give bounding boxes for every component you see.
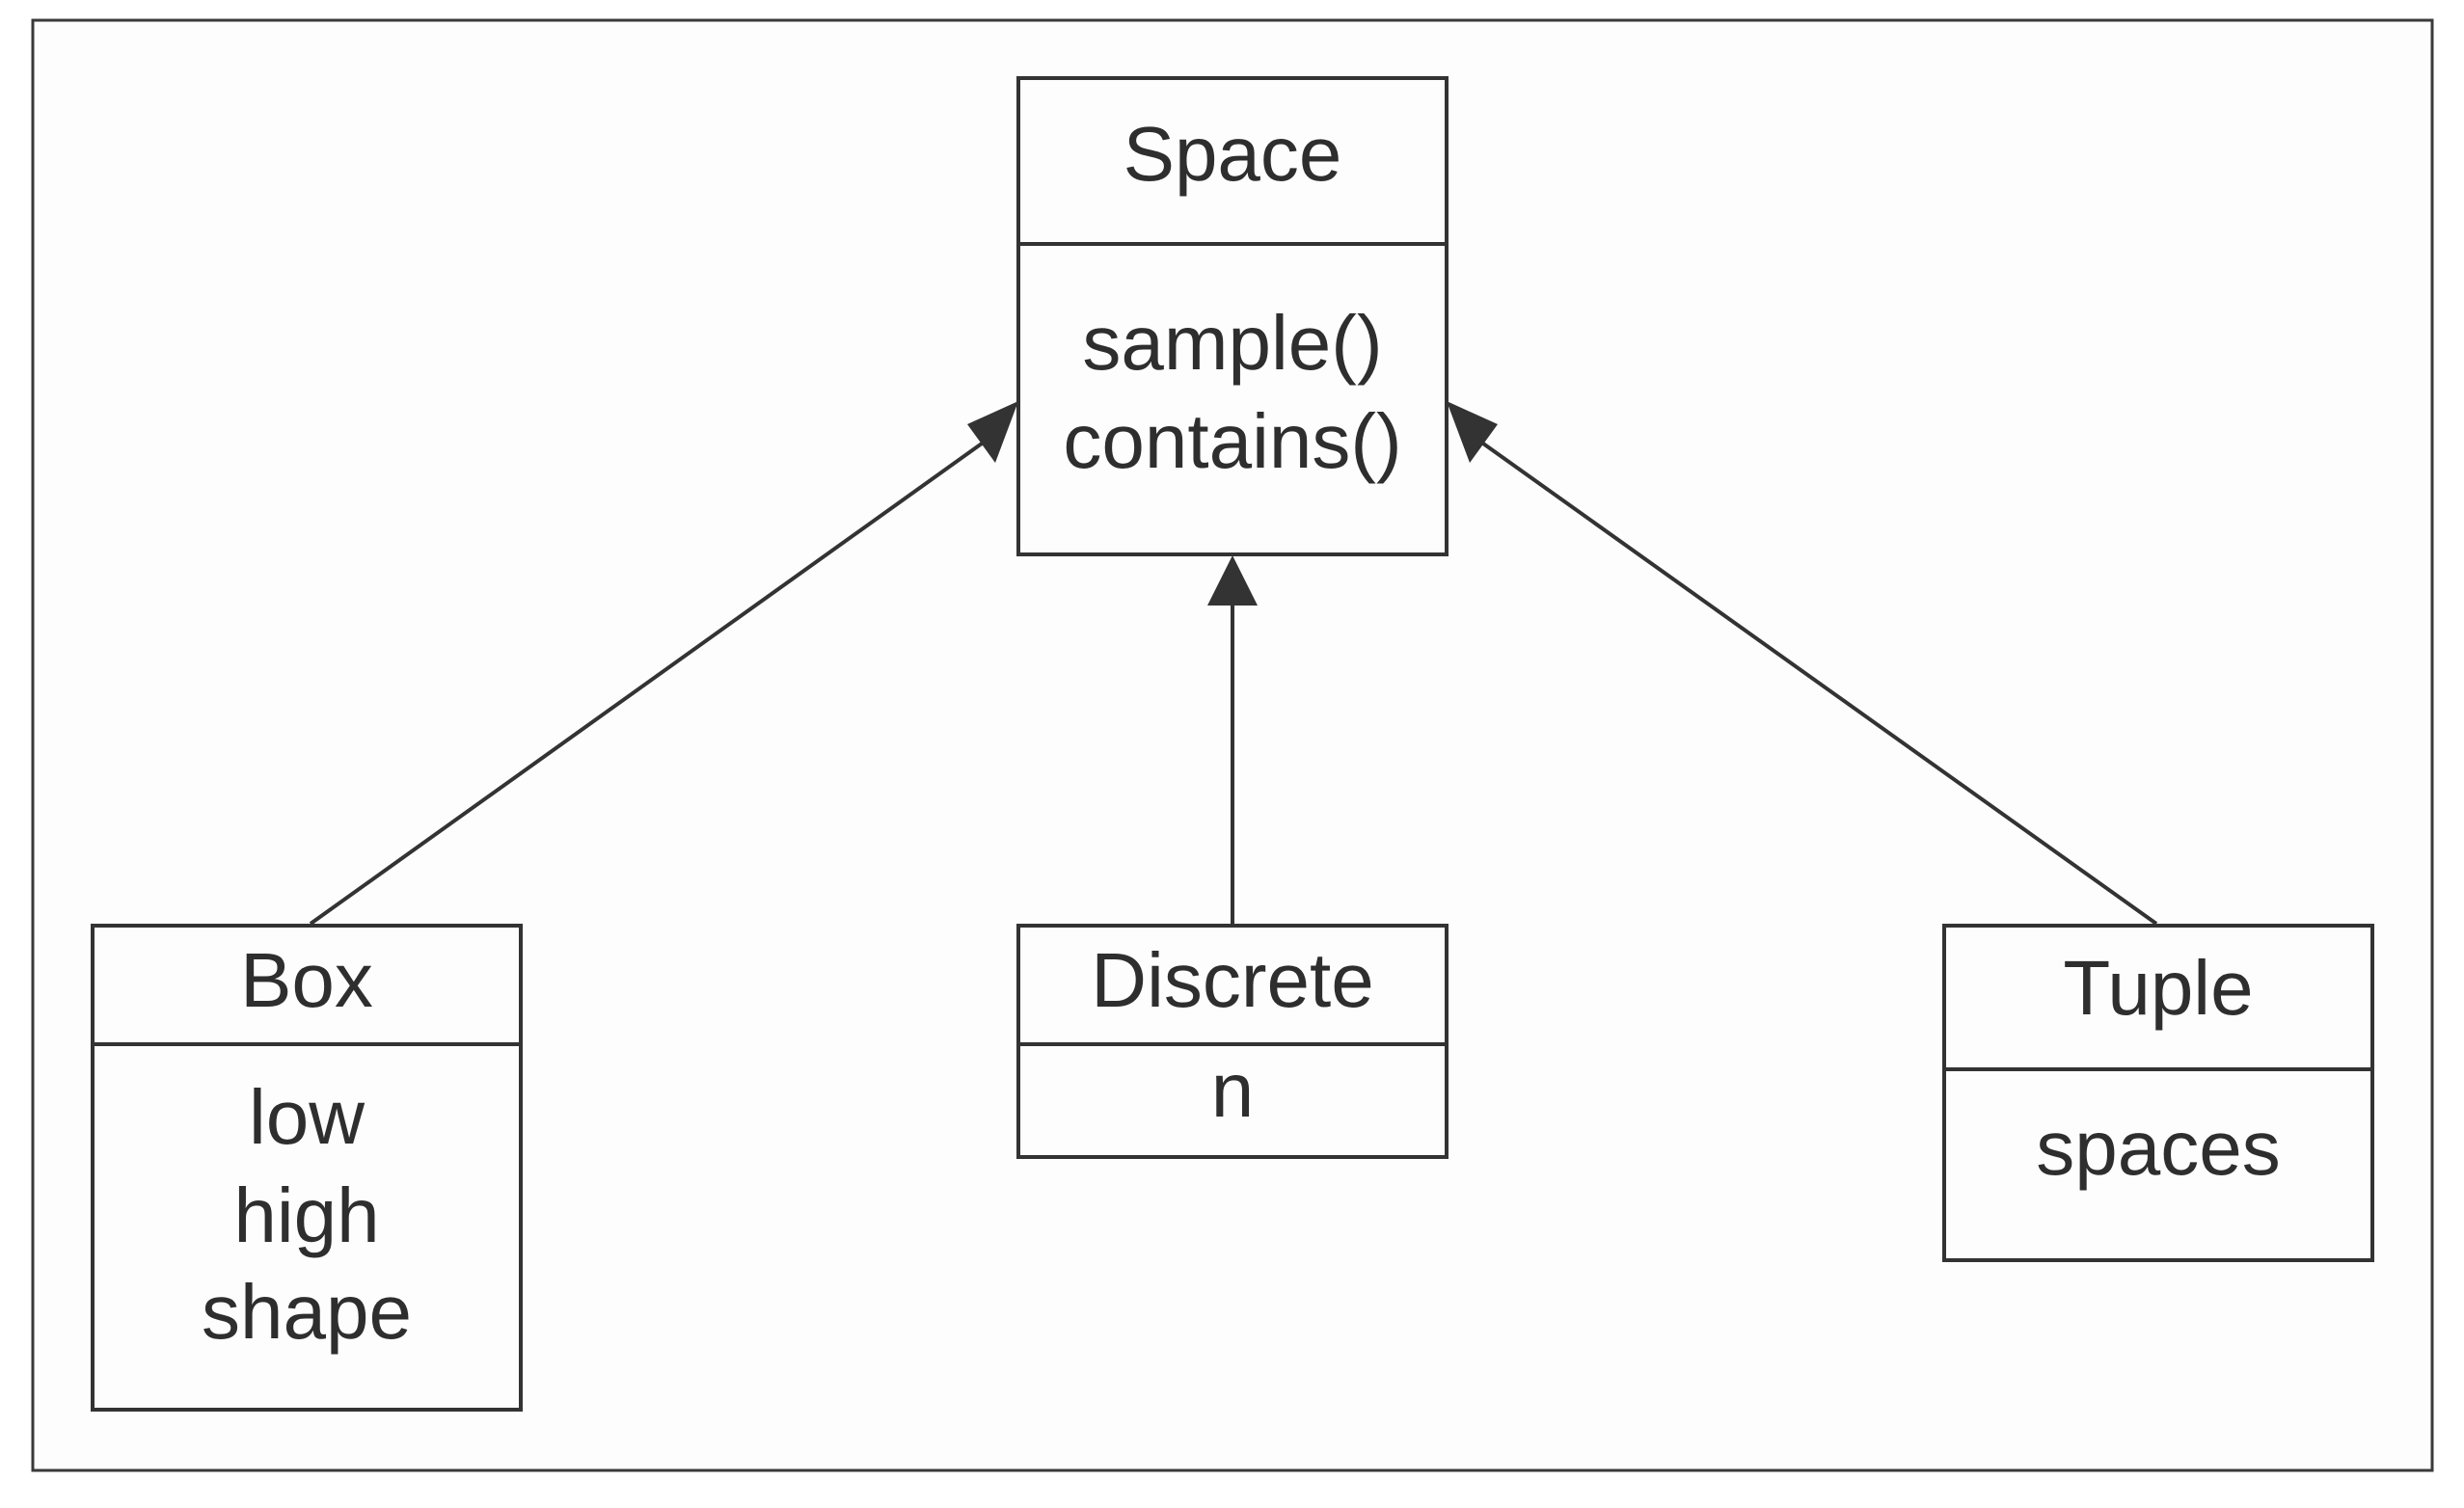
class-space-member: sample() [1082,300,1382,386]
class-tuple-name: Tuple [2063,945,2253,1031]
arrowhead-discrete-edge [1207,555,1258,606]
class-space-box [1016,76,1449,556]
class-discrete: Discrete n [1016,924,1449,1159]
class-discrete-member: n [1211,1047,1255,1133]
edge-tuple-to-space [1481,442,2158,926]
inheritance-edges [309,401,2158,926]
arrowhead-tuple-edge [1447,401,1498,463]
class-space-member: contains() [1063,398,1401,484]
class-tuple-member: spaces [2036,1105,2280,1191]
class-tuple: Tuple spaces [1942,924,2374,1262]
class-discrete-box [1016,924,1449,1159]
class-box: Box low high shape [91,924,523,1412]
class-space-name: Space [1124,111,1342,197]
edge-box-to-space [309,442,984,926]
class-discrete-name: Discrete [1091,937,1373,1023]
class-tuple-box [1942,924,2374,1262]
class-box-member: high [233,1172,379,1258]
class-box-member: shape [202,1269,412,1355]
class-box-name: Box [240,937,373,1023]
class-box-member: low [249,1074,365,1160]
arrowhead-box-edge [967,401,1018,463]
class-space: Space sample() contains() [1016,76,1449,556]
class-box-box [91,924,523,1412]
